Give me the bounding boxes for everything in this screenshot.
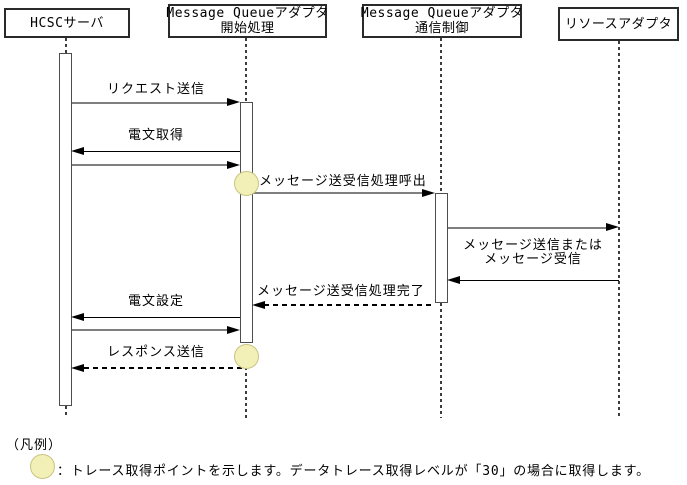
actor-box-mq-adapter-start: Message Queueアダプタ 開始処理 (166, 4, 329, 38)
message-line (264, 304, 435, 306)
arrowhead-right-icon (227, 161, 240, 169)
message-line (72, 329, 228, 331)
actor-label: HCSCサーバ (30, 15, 104, 31)
message-line (448, 227, 607, 229)
actor-label: リソースアダプタ (564, 16, 673, 32)
arrowhead-right-icon (227, 98, 240, 106)
actor-box-mq-adapter-comm: Message Queueアダプタ 通信制御 (360, 4, 524, 38)
message-line (72, 102, 228, 104)
arrowhead-right-icon (606, 223, 619, 231)
activation-bar-mq-start (240, 102, 253, 343)
message-label-msg-send-or: メッセージ送信または (463, 238, 603, 253)
message-label-set-message: 電文設定 (127, 294, 184, 309)
arrowhead-left-icon (71, 364, 84, 372)
lifeline-hcsc-top (65, 38, 67, 53)
activation-bar-mq-comm (435, 193, 448, 303)
trace-point-icon (30, 454, 55, 479)
lifeline-mq-comm-top (440, 38, 442, 193)
legend-heading: （凡例） (6, 438, 63, 453)
lifeline-resource-adapter (618, 41, 620, 418)
actor-box-resource-adapter: リソースアダプタ (558, 7, 679, 41)
message-label-sendrecv-call: メッセージ送受信処理呼出 (259, 174, 427, 189)
trace-point-icon (234, 344, 259, 369)
message-label-request-send: リクエスト送信 (106, 82, 205, 97)
message-label-get-message: 電文取得 (127, 128, 184, 143)
arrowhead-left-icon (252, 301, 265, 309)
lifeline-mq-start-bottom (245, 367, 247, 418)
actor-label: 開始処理 (220, 21, 275, 36)
trace-point-icon (234, 171, 259, 196)
actor-label: Message Queueアダプタ (360, 6, 524, 21)
message-line (84, 317, 240, 318)
message-line (84, 367, 246, 369)
message-label-sendrecv-complete: メッセージ送受信処理完了 (257, 284, 425, 299)
arrowhead-left-icon (447, 276, 460, 284)
message-line (460, 280, 619, 281)
message-label-response-send: レスポンス送信 (107, 345, 205, 360)
message-label-msg-receive: メッセージ受信 (484, 252, 582, 267)
activation-bar-hcsc (59, 53, 72, 406)
actor-label: Message Queueアダプタ (166, 6, 329, 21)
actor-box-hcsc-server: HCSCサーバ (4, 8, 130, 38)
lifeline-hcsc-bottom (65, 406, 67, 418)
arrowhead-right-icon (227, 326, 240, 334)
message-line (72, 164, 228, 166)
arrowhead-left-icon (71, 147, 84, 155)
arrowhead-left-icon (71, 313, 84, 321)
lifeline-mq-comm-bottom (440, 303, 442, 418)
message-line (84, 151, 240, 152)
message-line (252, 192, 423, 194)
legend-text: ：トレース取得ポイントを示します。データトレース取得レベルが「30」の場合に取得… (57, 464, 650, 479)
arrowhead-right-icon (422, 189, 435, 197)
lifeline-mq-start-top (245, 38, 247, 103)
actor-label: 通信制御 (414, 21, 469, 36)
